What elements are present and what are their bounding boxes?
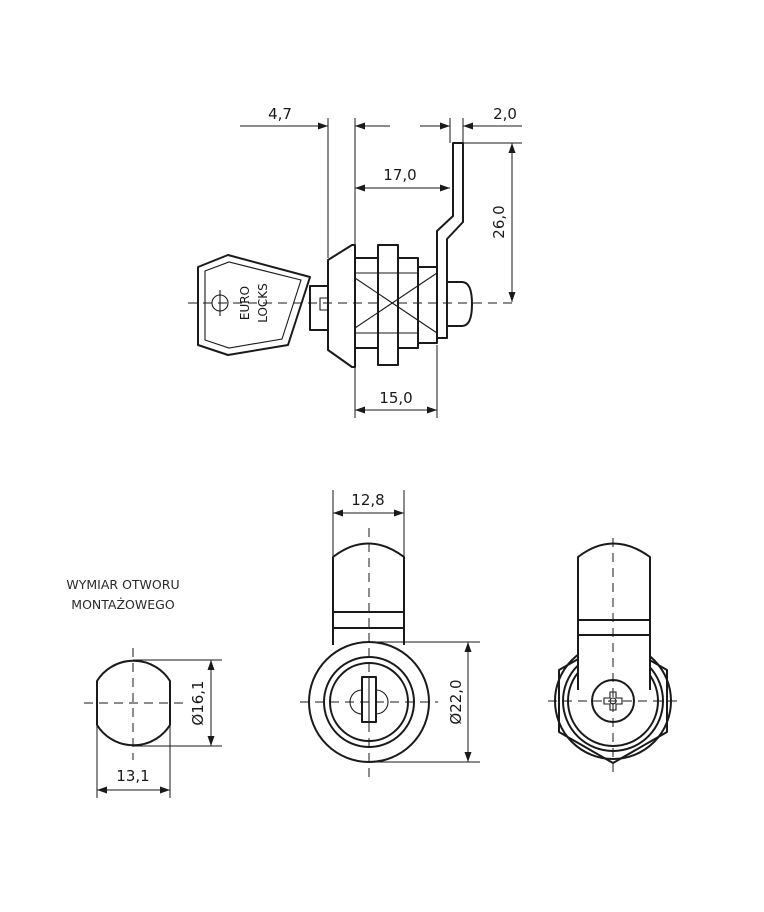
dim-bezel-diameter: Ø22,0 (447, 679, 465, 724)
dim-cam-width: 12,8 (351, 491, 384, 509)
cam-rear (577, 542, 651, 690)
key: EURO LOCKS (197, 254, 329, 356)
hole-label-line2: MONTAŻOWEGO (71, 597, 175, 612)
dim-hole-flat-width: 13,1 (116, 767, 149, 785)
dim-bezel-thickness: 4,7 (268, 105, 292, 123)
rear-view (548, 538, 678, 775)
dim-cam-thickness: 2,0 (493, 105, 517, 123)
hole-label-line1: WYMIAR OTWORU (66, 577, 179, 592)
cam (436, 142, 464, 339)
key-brand-line1: EURO (238, 286, 252, 320)
dim-cam-offset: 17,0 (383, 166, 416, 184)
mounting-hole-view: WYMIAR OTWORU MONTAŻOWEGO Ø16,1 13,1 (66, 577, 222, 798)
dim-thread-length: 15,0 (379, 389, 412, 407)
dim-cam-length: 26,0 (490, 205, 508, 238)
screw (447, 281, 473, 327)
front-view: 12,8 Ø22,0 (300, 490, 480, 778)
cam-front (332, 542, 405, 645)
key-brand-line2: LOCKS (256, 283, 270, 323)
bezel (327, 244, 356, 368)
dim-hole-diameter: Ø16,1 (189, 680, 207, 725)
side-dimensions: 4,7 2,0 17,0 26,0 15,0 (240, 105, 522, 418)
lock-body (354, 244, 438, 366)
screw-cross-icon (603, 691, 623, 711)
side-view: EURO LOCKS (188, 105, 522, 418)
